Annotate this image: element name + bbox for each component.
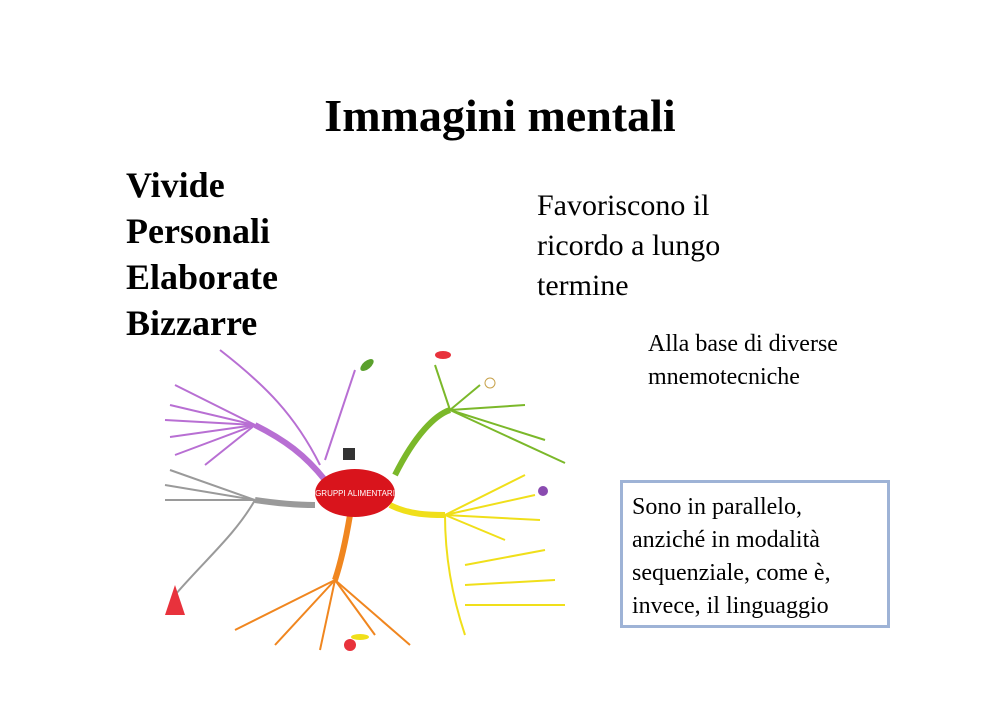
- fish-icon: [435, 351, 451, 359]
- mindmap-branch-minerals: [164, 349, 356, 482]
- apple-icon: [344, 639, 356, 651]
- mindmap-center-label: GRUPPI ALIMENTARI: [315, 489, 395, 498]
- adjective-list: Vivide Personali Elaborate Bizzarre: [126, 162, 278, 346]
- mindmap-branch-vitamins: [164, 469, 316, 596]
- egg-icon: [484, 377, 496, 389]
- adjective-item: Elaborate: [126, 257, 278, 297]
- recall-text: Favoriscono il ricordo a lungo termine: [537, 189, 721, 302]
- parallel-note-box: Sono in parallelo, anziché in modalità s…: [620, 480, 890, 628]
- slide-title: Immagini mentali: [324, 90, 676, 141]
- mindmap-branch-carbs: [388, 474, 565, 636]
- mindmap-center: [315, 469, 395, 517]
- adjective-item: Vivide: [126, 165, 225, 205]
- mnemonic-text: Alla base di diverse mnemotecniche: [648, 331, 838, 390]
- fire-icon: [165, 585, 185, 615]
- parallel-note-text: Sono in parallelo, anziché in modalità s…: [632, 494, 831, 619]
- grape-icon: [538, 486, 548, 496]
- adjective-item: Bizzarre: [126, 303, 258, 343]
- dice-icon: [343, 448, 355, 460]
- mindmap-branch-fats: [234, 514, 411, 651]
- banana-icon: [351, 634, 369, 640]
- adjective-item: Personali: [126, 211, 270, 251]
- leaf-icon: [360, 359, 374, 371]
- mindmap-branch-proteins: [392, 364, 566, 477]
- mindmap-illustration: GRUPPI ALIMENTARI: [164, 349, 566, 651]
